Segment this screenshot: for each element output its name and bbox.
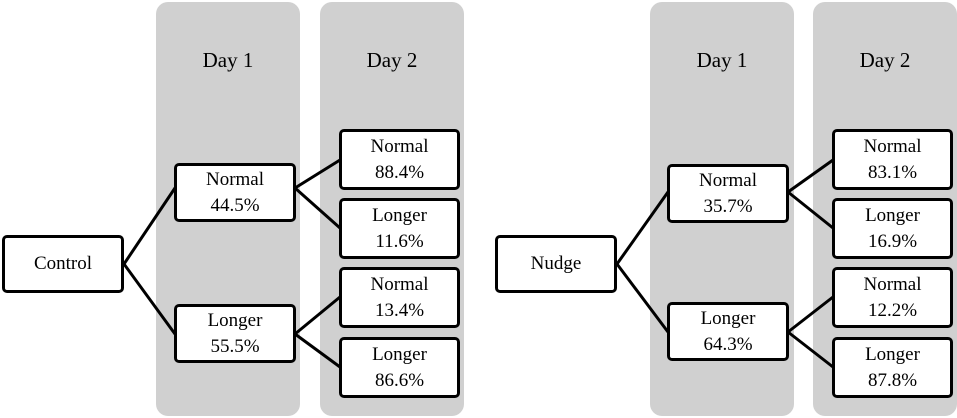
node-value: 64.3% — [703, 333, 753, 355]
node-label: Normal — [698, 169, 758, 191]
node-value: 55.5% — [210, 335, 260, 357]
day2-node-longer-longer-nudge: Longer 87.8% — [832, 337, 953, 398]
edge-control-to-longer — [122, 262, 177, 336]
edge-n-longer-to-normal — [786, 295, 835, 334]
node-label: Longer — [372, 204, 427, 226]
node-label: Longer — [207, 309, 263, 331]
node-label: Normal — [205, 168, 265, 190]
edge-c-longer-to-normal — [293, 295, 342, 336]
day2-node-normal-longer-control: Longer 11.6% — [339, 198, 460, 259]
day2-node-normal-longer-nudge: Longer 16.9% — [832, 198, 953, 259]
node-value: 12.2% — [867, 299, 918, 321]
node-value: 44.5% — [210, 194, 260, 216]
edge-c-normal-to-longer — [293, 186, 342, 230]
edge-n-normal-to-normal — [786, 158, 835, 194]
node-value: 83.1% — [867, 161, 918, 183]
node-value: 16.9% — [867, 230, 918, 252]
day2-node-normal-normal-nudge: Normal 83.1% — [832, 129, 953, 190]
day2-header-nudge: Day 2 — [859, 48, 911, 72]
node-label: Longer — [372, 343, 427, 365]
node-value: 88.4% — [374, 161, 425, 183]
node-value: 35.7% — [703, 195, 753, 217]
day1-node-longer-nudge: Longer 64.3% — [667, 302, 789, 361]
node-label: Longer — [865, 343, 920, 365]
edge-c-longer-to-longer — [293, 332, 342, 369]
day1-header-control: Day 1 — [202, 48, 254, 72]
day1-node-longer-control: Longer 55.5% — [174, 304, 296, 363]
node-label: Normal — [370, 135, 429, 157]
edge-nudge-to-normal — [615, 190, 670, 266]
day1-node-normal-control: Normal 44.5% — [174, 163, 296, 222]
edge-n-longer-to-longer — [786, 330, 835, 369]
day1-node-normal-nudge: Normal 35.7% — [667, 164, 789, 223]
root-node-control: Control — [2, 235, 124, 293]
root-label: Control — [33, 253, 93, 274]
node-label: Longer — [865, 204, 920, 226]
edge-control-to-normal — [122, 186, 177, 266]
day2-node-normal-normal-control: Normal 88.4% — [339, 129, 460, 190]
node-label: Normal — [863, 273, 922, 295]
root-node-nudge: Nudge — [495, 235, 617, 293]
node-label: Normal — [370, 273, 429, 295]
day2-header-control: Day 2 — [366, 48, 418, 72]
edge-nudge-to-longer — [615, 262, 670, 334]
day1-header-nudge: Day 1 — [696, 48, 748, 72]
day2-node-longer-normal-nudge: Normal 12.2% — [832, 267, 953, 328]
node-label: Normal — [863, 135, 922, 157]
node-label: Longer — [700, 307, 756, 329]
edge-n-normal-to-longer — [786, 190, 835, 230]
node-value: 87.8% — [867, 369, 918, 391]
node-value: 86.6% — [374, 369, 425, 391]
day2-node-longer-normal-control: Normal 13.4% — [339, 267, 460, 328]
day2-node-longer-longer-control: Longer 86.6% — [339, 337, 460, 398]
node-value: 11.6% — [375, 230, 424, 252]
node-value: 13.4% — [374, 299, 425, 321]
edge-c-normal-to-normal — [293, 158, 342, 190]
root-label: Nudge — [530, 253, 582, 274]
